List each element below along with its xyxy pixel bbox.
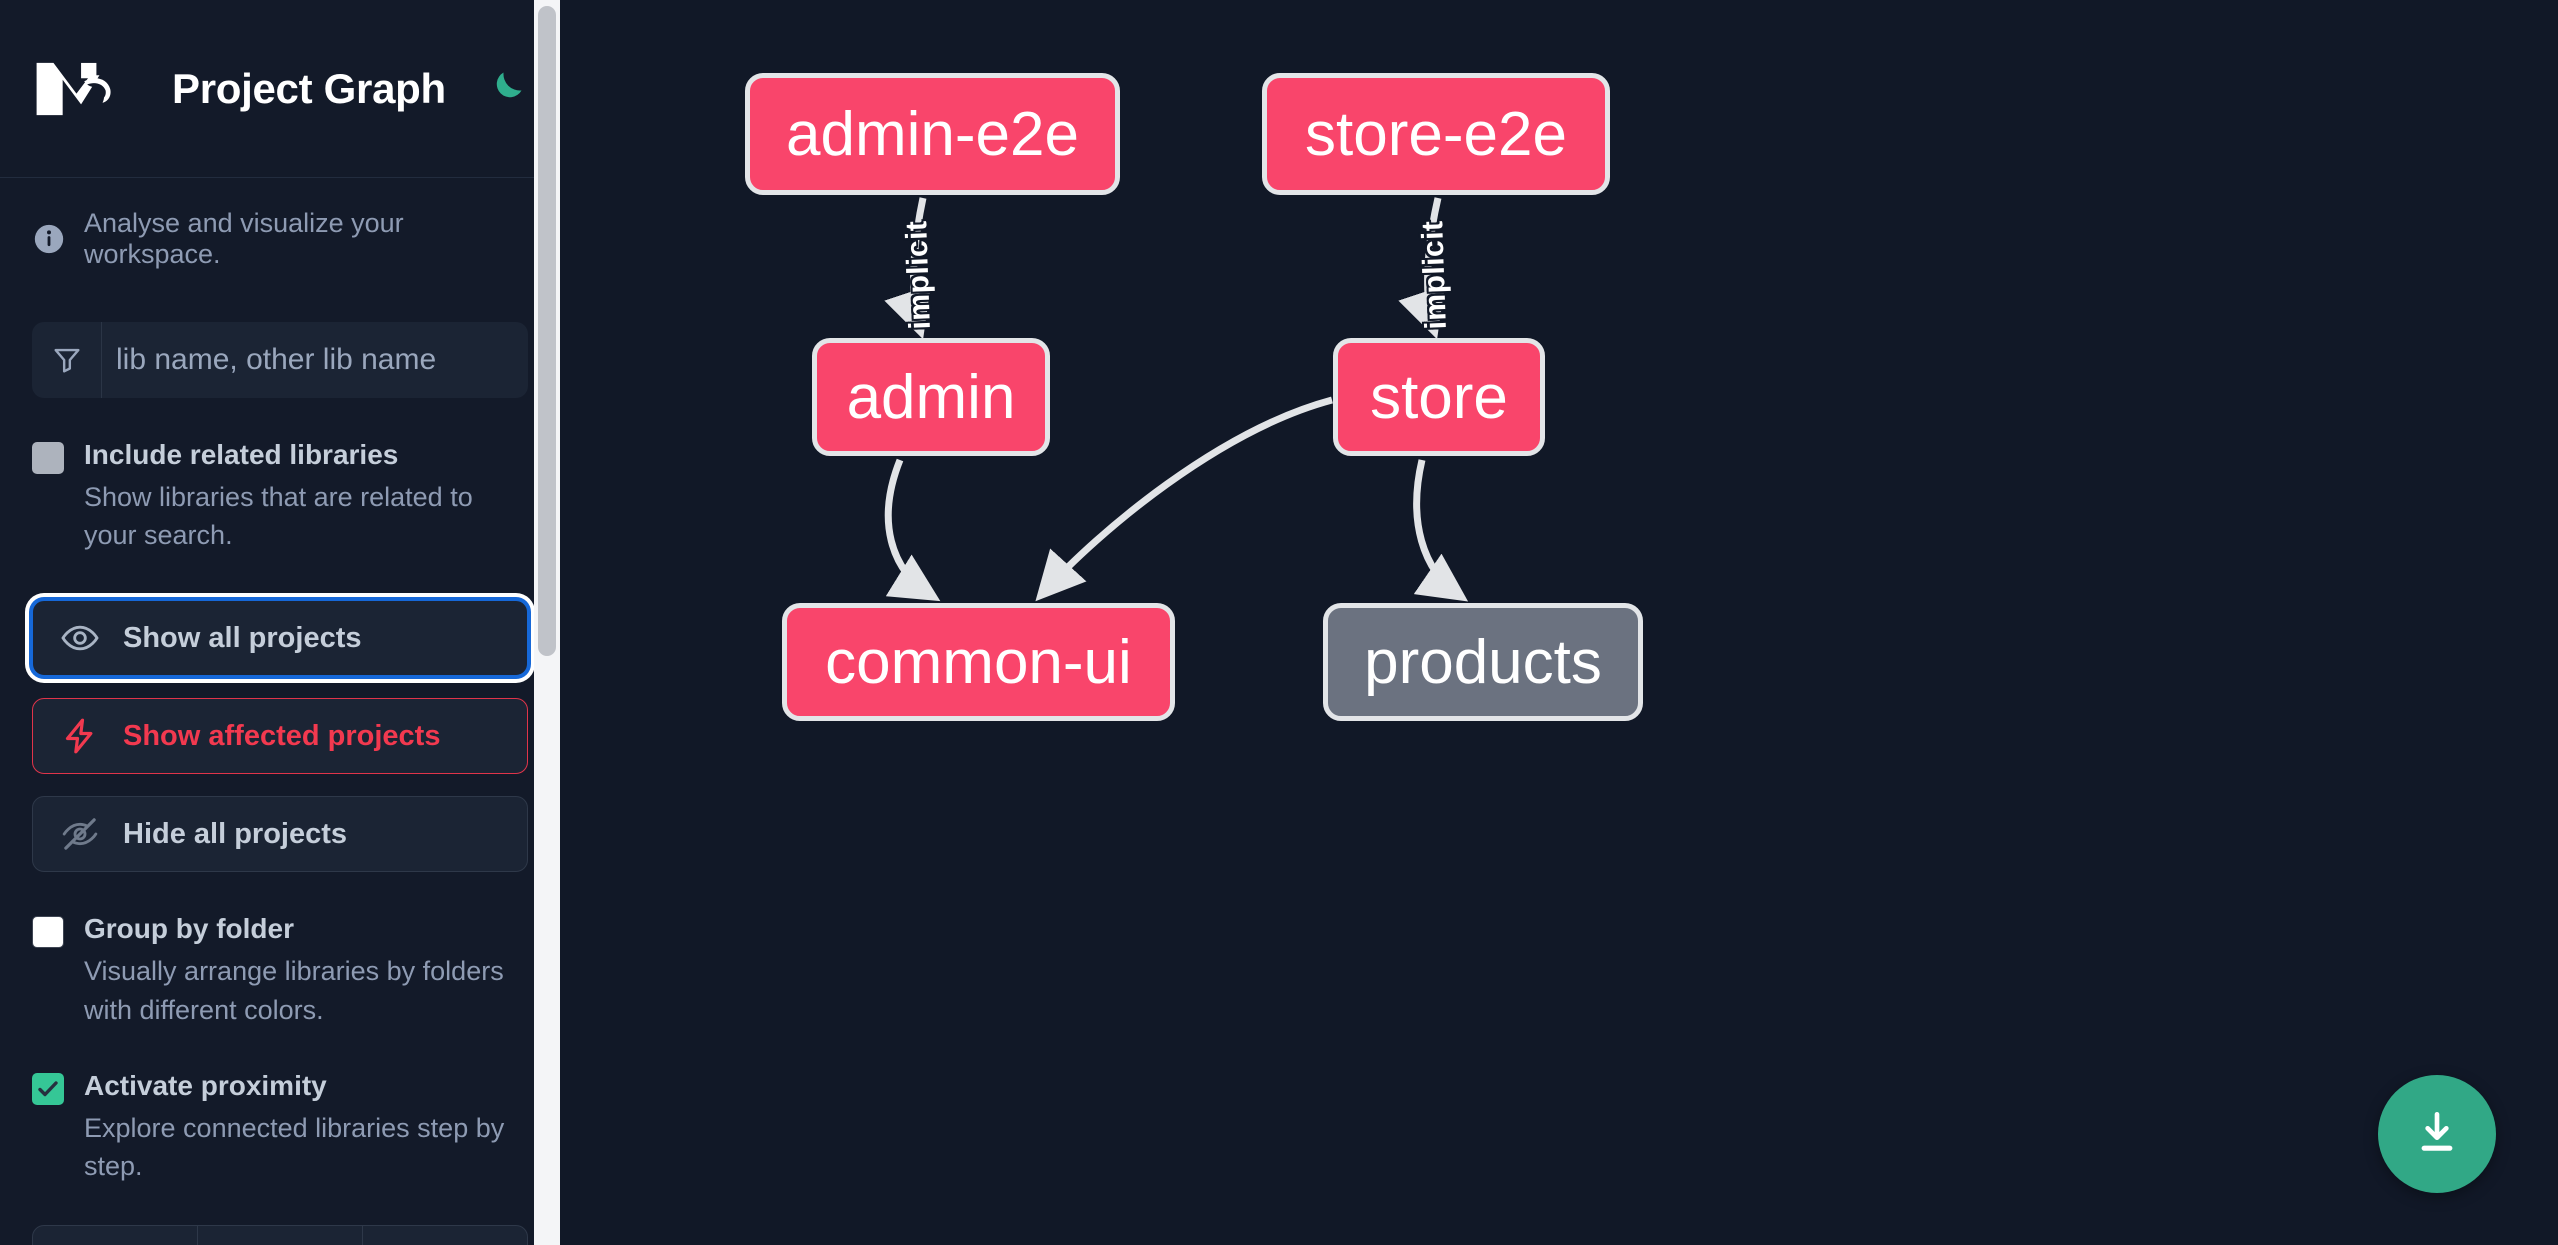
button-label: Show all projects: [123, 621, 362, 654]
graph-node-admin-e2e[interactable]: admin-e2e: [745, 73, 1120, 195]
edge-admin-e2e-to-admin: [884, 197, 931, 340]
download-icon: [2409, 1105, 2465, 1164]
sidebar-tagline: Analyse and visualize your workspace.: [0, 178, 560, 270]
edge-store-to-products: [1413, 459, 1469, 602]
option-activate-proximity[interactable]: Activate proximity Explore connected lib…: [32, 1067, 528, 1185]
graph-node-admin[interactable]: admin: [812, 338, 1050, 456]
option-group-by-folder[interactable]: Group by folder Visually arrange librari…: [32, 910, 528, 1028]
download-graph-button[interactable]: [2378, 1075, 2496, 1193]
check-icon: [38, 1081, 58, 1097]
action-button-group: Show all projects Show affected projects: [32, 600, 528, 873]
option-label: Group by folder: [84, 913, 294, 945]
button-label: Hide all projects: [123, 817, 348, 850]
option-label: Activate proximity: [84, 1069, 327, 1101]
proximity-value: 1: [198, 1226, 363, 1245]
option-description: Explore connected libraries step by step…: [84, 1112, 505, 1182]
checkbox-activate-proximity[interactable]: [32, 1072, 64, 1105]
option-include-related-libraries[interactable]: Include related libraries Show libraries…: [32, 436, 528, 554]
checkbox-group-by-folder[interactable]: [32, 916, 64, 949]
edge-store-e2e-to-store: [1398, 197, 1445, 340]
filter-funnel-icon: [32, 322, 102, 398]
node-label: admin-e2e: [786, 99, 1079, 169]
tagline-text: Analyse and visualize your workspace.: [84, 208, 404, 269]
proximity-increase-button[interactable]: +: [363, 1226, 527, 1245]
sidebar-scrollbar-track[interactable]: [534, 0, 560, 1245]
edge-store-to-common-ui: [1035, 396, 1333, 602]
option-description: Visually arrange libraries by folders wi…: [84, 956, 504, 1025]
hide-all-projects-button[interactable]: Hide all projects: [32, 796, 528, 873]
sidebar-scrollbar-thumb[interactable]: [538, 6, 556, 656]
graph-node-products[interactable]: products: [1323, 603, 1643, 721]
sidebar-header: Project Graph: [0, 0, 560, 178]
moon-icon[interactable]: [482, 65, 528, 113]
node-label: store-e2e: [1305, 99, 1567, 169]
checkbox-include-related-libraries[interactable]: [32, 442, 64, 474]
option-label: Include related libraries: [84, 439, 399, 470]
search-field[interactable]: [32, 322, 528, 398]
sidebar: Project Graph Analyse and visualize your…: [0, 0, 560, 1245]
graph-node-common-ui[interactable]: common-ui: [782, 603, 1175, 721]
graph-edges: [884, 197, 1469, 602]
graph-node-store-e2e[interactable]: store-e2e: [1262, 73, 1610, 195]
node-label: common-ui: [825, 627, 1132, 697]
eye-off-icon: [59, 814, 101, 854]
node-label: store: [1370, 362, 1508, 432]
graph-canvas[interactable]: admin-e2e store-e2e admin store common-u…: [560, 0, 2558, 1245]
proximity-stepper: − 1 +: [32, 1225, 528, 1245]
show-affected-projects-button[interactable]: Show affected projects: [32, 698, 528, 775]
proximity-decrease-button[interactable]: −: [33, 1226, 198, 1245]
info-icon: [32, 222, 66, 256]
show-all-projects-button[interactable]: Show all projects: [32, 600, 528, 677]
edge-admin-to-common-ui: [884, 458, 941, 602]
eye-icon: [59, 618, 101, 658]
node-label: products: [1364, 627, 1602, 697]
search-input[interactable]: [102, 322, 528, 398]
nx-logo-icon: [32, 58, 124, 120]
graph-node-store[interactable]: store: [1333, 338, 1545, 456]
node-label: admin: [846, 362, 1016, 432]
page-title: Project Graph: [172, 64, 446, 112]
button-label: Show affected projects: [123, 719, 441, 752]
lightning-bolt-icon: [59, 716, 101, 756]
option-description: Show libraries that are related to your …: [84, 481, 473, 551]
